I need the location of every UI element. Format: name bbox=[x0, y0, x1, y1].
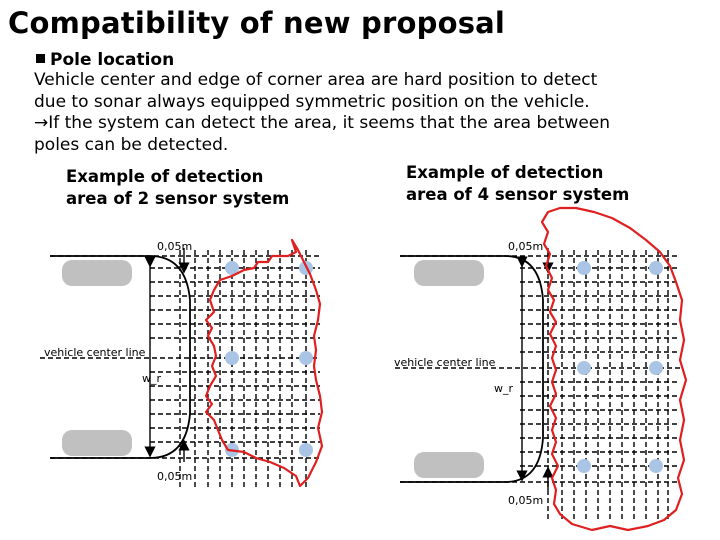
left-car-headlight-top bbox=[62, 260, 132, 286]
right-car-headlight-bottom bbox=[414, 452, 484, 478]
bullet-label: Pole location bbox=[50, 50, 175, 70]
right-detection-area-outline bbox=[540, 206, 688, 532]
pole-marker bbox=[225, 261, 239, 275]
right-car-headlight-top bbox=[414, 260, 484, 286]
left-label-bottom-offset: 0,05m bbox=[157, 470, 192, 483]
left-car-outline bbox=[50, 255, 191, 459]
square-bullet-icon bbox=[36, 54, 45, 63]
pole-marker bbox=[577, 361, 591, 375]
body-line: Vehicle center and edge of corner area a… bbox=[34, 70, 598, 90]
right-label-width: w_r bbox=[494, 382, 513, 395]
right-label-vehicle-center-line: vehicle center line bbox=[394, 356, 496, 369]
right-label-top-offset: 0,05m bbox=[508, 240, 543, 253]
right-diagram: 0,05m vehicle center line w_r 0,05m bbox=[394, 206, 688, 532]
body-paragraph: Vehicle center and edge of corner area a… bbox=[34, 70, 694, 156]
left-diagram: 0,05m vehicle center line w_r 0,05m bbox=[40, 238, 324, 490]
right-label-bottom-offset: 0,05m bbox=[508, 494, 543, 507]
left-label-top-offset: 0,05m bbox=[157, 240, 192, 253]
caption-line: area of 4 sensor system bbox=[406, 185, 630, 204]
pole-marker bbox=[649, 261, 663, 275]
body-line: →If the system can detect the area, it s… bbox=[34, 113, 611, 133]
page-title: Compatibility of new proposal bbox=[8, 6, 506, 40]
right-diagram-caption: Example of detection area of 4 sensor sy… bbox=[406, 162, 629, 206]
left-car-headlight-bottom bbox=[62, 430, 132, 456]
left-diagram-caption: Example of detection area of 2 sensor sy… bbox=[66, 166, 289, 210]
bullet-heading: Pole location bbox=[36, 50, 174, 70]
pole-marker bbox=[299, 443, 313, 457]
pole-marker bbox=[299, 351, 313, 365]
caption-line: Example of detection bbox=[406, 163, 604, 182]
pole-marker bbox=[649, 361, 663, 375]
pole-marker bbox=[577, 459, 591, 473]
pole-marker bbox=[649, 459, 663, 473]
left-label-width: w_r bbox=[142, 372, 161, 385]
left-label-vehicle-center-line: vehicle center line bbox=[44, 346, 146, 359]
pole-marker bbox=[577, 261, 591, 275]
body-line: poles can be detected. bbox=[34, 134, 229, 155]
caption-line: area of 2 sensor system bbox=[66, 189, 290, 208]
left-grid-vertical bbox=[179, 250, 307, 490]
left-detection-area-outline bbox=[204, 238, 324, 488]
right-grid-vertical bbox=[547, 250, 669, 520]
right-grid-horizontal bbox=[395, 255, 680, 483]
caption-line: Example of detection bbox=[66, 167, 264, 186]
pole-marker bbox=[225, 351, 239, 365]
right-pole-markers bbox=[577, 261, 663, 473]
body-line: due to sonar always equipped symmetric p… bbox=[34, 91, 590, 112]
